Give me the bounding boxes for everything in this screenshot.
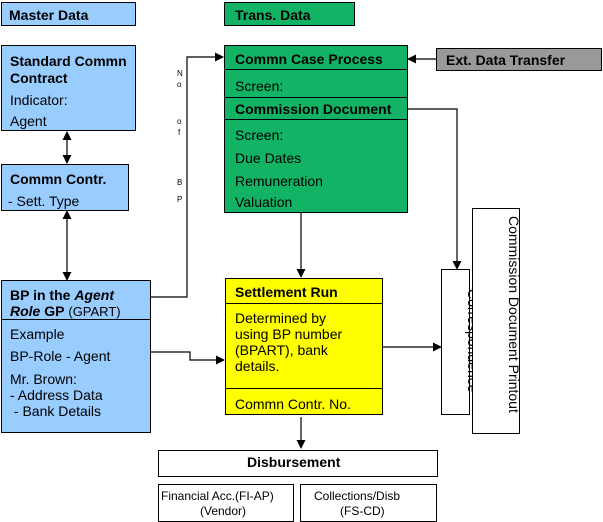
bp-title-code: (GPART): [68, 304, 121, 319]
standard-commn-contract-box: Standard Commn Contract Indicator: Agent: [1, 45, 136, 131]
bp-title-part1: BP in the: [10, 287, 75, 303]
master-data-label: Master Data: [9, 7, 89, 23]
settlement-run-box: Settlement Run Determined by using BP nu…: [225, 278, 383, 415]
bp-title-part2: GP: [40, 303, 65, 319]
contract-agent: Agent: [10, 113, 47, 129]
side-note-letter-3: o: [177, 117, 182, 126]
disbursement-title: Disbursement: [247, 454, 341, 470]
commission-document-due-dates: Due Dates: [235, 150, 302, 166]
bp-title-italic2: Role: [10, 303, 41, 319]
commission-document-remuneration: Remuneration: [235, 173, 323, 189]
side-note-letter-5: B: [177, 178, 183, 187]
fi-ap-line2: (Vendor): [200, 504, 247, 518]
bp-agent-role-box: BP in the Agent Role GP (GPART) Example …: [1, 280, 151, 433]
fs-cd-box: Collections/Disb (FS-CD): [300, 484, 437, 522]
settlement-run-line4: details.: [235, 358, 280, 374]
bp-divider: [2, 319, 150, 320]
side-note-letter-6: P: [177, 195, 183, 204]
case-process-screen: Screen:: [235, 78, 284, 94]
side-note-letter-1: N: [177, 69, 183, 78]
contract-title-line1: Standard Commn: [10, 53, 127, 69]
bp-role-agent: BP-Role - Agent: [10, 348, 111, 364]
correspondence-box: Correspondence: [441, 269, 481, 415]
fs-cd-line2: (FS-CD): [340, 504, 385, 518]
side-note-letter-2: o: [177, 80, 182, 89]
commn-contr-sett-type: - Sett. Type: [8, 193, 80, 209]
settlement-run-divider-1: [226, 303, 382, 304]
settlement-run-line1: Determined by: [235, 310, 327, 326]
bp-title-line1: BP in the Agent: [10, 287, 114, 303]
ext-data-transfer-box: Ext. Data Transfer: [436, 48, 602, 71]
bp-title-italic1: Agent: [74, 287, 114, 303]
side-note-letter-4: f: [178, 128, 181, 137]
printout-label: Commission Document Printout: [506, 216, 522, 413]
commn-contr-box: Commn Contr. - Sett. Type: [1, 164, 129, 211]
fi-ap-box: Financial Acc.(FI-AP) (Vendor): [158, 484, 294, 522]
commn-case-process-box: Commn Case Process Screen: Commission Do…: [224, 45, 408, 213]
disbursement-box: Disbursement: [158, 450, 438, 477]
bp-address-data: - Address Data: [10, 387, 103, 403]
commission-document-screen: Screen:: [235, 127, 284, 143]
settlement-run-footer: Commn Contr. No.: [235, 396, 351, 412]
bp-title-line2: Role GP (GPART): [10, 303, 121, 320]
settlement-run-line2: using BP number: [235, 326, 343, 342]
fs-cd-line1: Collections/Disb: [314, 489, 401, 503]
settlement-run-line3: (BPART), bank: [235, 342, 328, 358]
bp-bank-details: - Bank Details: [10, 403, 102, 419]
ext-data-transfer-label: Ext. Data Transfer: [446, 52, 566, 68]
trans-data-header: Trans. Data: [224, 2, 355, 26]
commission-document-title: Commission Document: [235, 101, 392, 117]
case-process-title: Commn Case Process: [235, 51, 383, 67]
bp-mr-brown: Mr. Brown:: [10, 371, 77, 387]
commn-contr-title: Commn Contr.: [10, 171, 107, 187]
master-data-header: Master Data: [1, 2, 136, 26]
connector-bp-settlement: [150, 351, 225, 365]
settlement-run-divider-2: [226, 388, 382, 389]
bp-example: Example: [10, 326, 65, 342]
contract-indicator: Indicator:: [10, 92, 68, 108]
trans-data-label: Trans. Data: [235, 7, 311, 23]
case-process-divider-1: [225, 69, 407, 70]
fi-ap-line1: Financial Acc.(FI-AP): [161, 489, 274, 503]
connector-bp-case-process: [150, 52, 224, 298]
commission-document-printout-box: Commission Document Printout: [472, 208, 522, 434]
commission-document-valuation: Valuation: [235, 194, 293, 210]
case-process-divider-2: [225, 97, 407, 98]
commission-document-divider: [225, 119, 407, 120]
settlement-run-title: Settlement Run: [235, 284, 338, 300]
connector-document-correspondence: [408, 108, 462, 270]
contract-title-line2: Contract: [10, 70, 68, 86]
